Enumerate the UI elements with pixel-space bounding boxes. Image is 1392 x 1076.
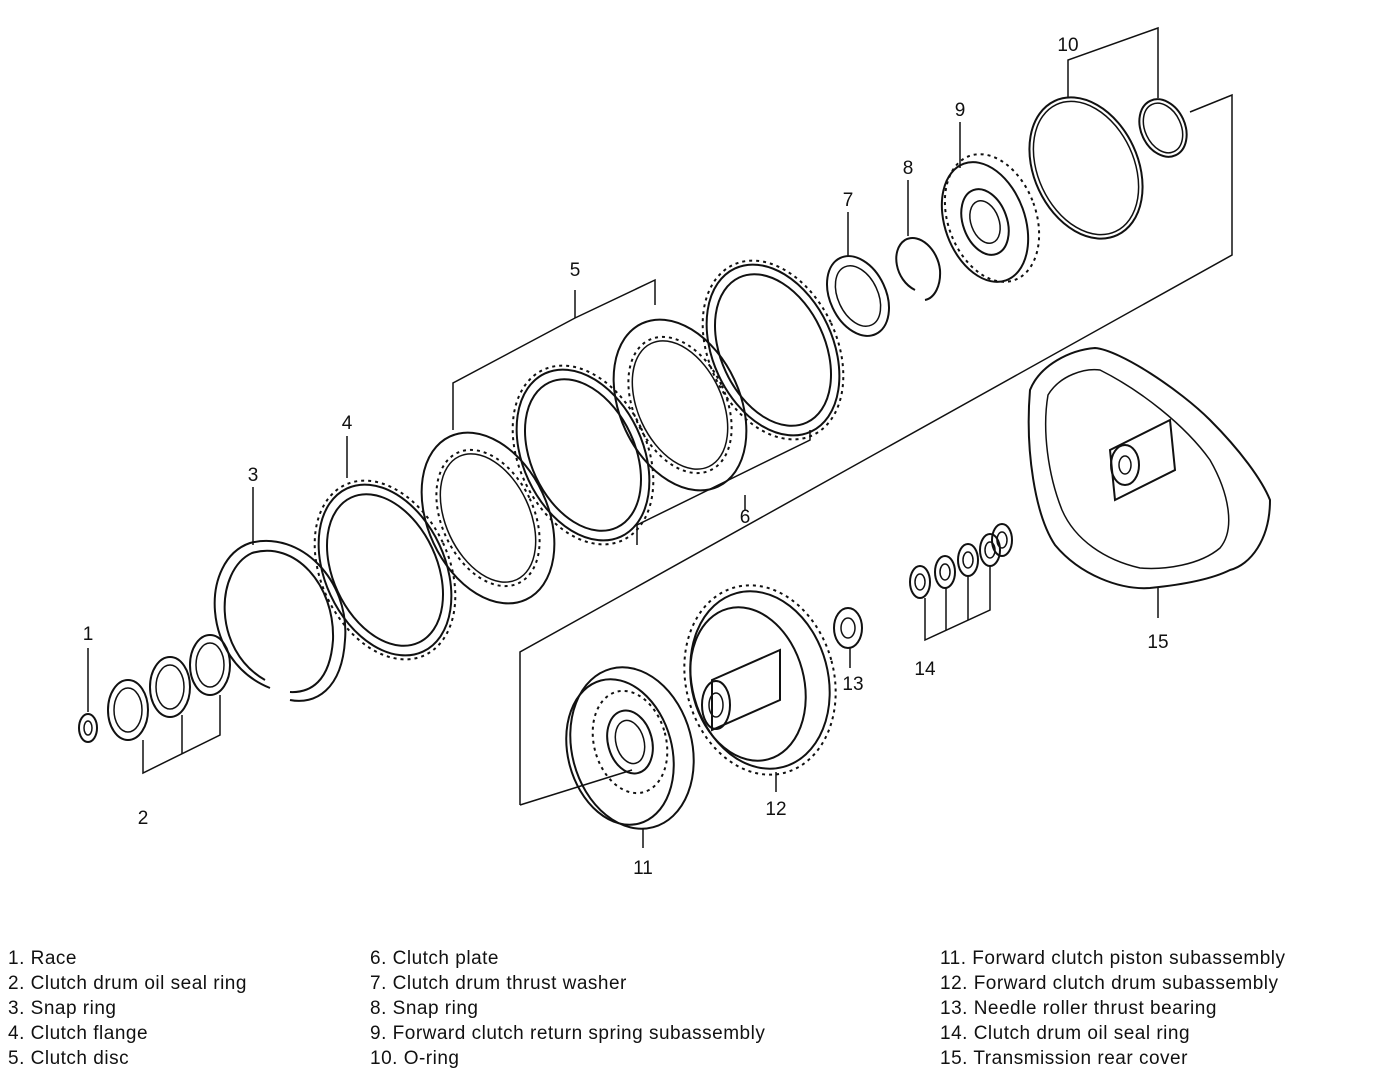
callout-12: 12	[765, 799, 786, 820]
legend-item: 6. Clutch plate	[370, 948, 499, 969]
legend-item: 13. Needle roller thrust bearing	[940, 998, 1217, 1019]
callout-6: 6	[740, 507, 751, 528]
callout-13: 13	[842, 674, 863, 695]
part-forward-clutch-piston	[565, 666, 695, 848]
part-clutch-drum-oil-seal-ring-small	[909, 523, 1013, 642]
part-forward-clutch-drum	[683, 584, 837, 792]
callout-5: 5	[570, 260, 581, 281]
callout-10: 10	[1057, 35, 1078, 56]
part-snap-ring-small	[895, 180, 942, 301]
part-clutch-discs-plates	[420, 259, 845, 605]
legend-item: 1. Race	[8, 948, 77, 969]
part-transmission-rear-cover	[1027, 346, 1272, 618]
legend-item: 9. Forward clutch return spring subassem…	[370, 1023, 766, 1044]
callout-8: 8	[903, 158, 914, 179]
part-clutch-flange	[313, 436, 457, 661]
legend-item: 12. Forward clutch drum subassembly	[940, 973, 1279, 994]
callout-7: 7	[843, 190, 854, 211]
callout-9: 9	[955, 100, 966, 121]
legend-item: 8. Snap ring	[370, 998, 479, 1019]
part-race	[78, 648, 98, 743]
legend-item: 15. Transmission rear cover	[940, 1048, 1188, 1069]
callout-11: 11	[633, 858, 653, 879]
legend-column-2: 6. Clutch plate 7. Clutch drum thrust wa…	[370, 946, 765, 1071]
callout-1: 1	[83, 624, 94, 645]
part-snap-ring-large	[213, 487, 347, 702]
legend-item: 7. Clutch drum thrust washer	[370, 973, 627, 994]
legend-item: 10. O-ring	[370, 1048, 460, 1069]
callout-15: 15	[1147, 632, 1168, 653]
legend-column-1: 1. Race 2. Clutch drum oil seal ring 3. …	[8, 946, 247, 1071]
part-o-ring	[1028, 96, 1188, 240]
legend-item: 2. Clutch drum oil seal ring	[8, 973, 247, 994]
part-needle-roller-thrust-bearing	[833, 607, 863, 668]
legend-item: 5. Clutch disc	[8, 1048, 130, 1069]
part-clutch-drum-oil-seal-ring	[107, 634, 231, 775]
callout-3: 3	[248, 465, 259, 486]
part-forward-clutch-return-spring	[940, 122, 1041, 283]
legend-item: 11. Forward clutch piston subassembly	[940, 948, 1286, 969]
callout-labels: 1 2 3 4 5 6 7 8 9 10 11 12 13 14 15	[83, 35, 1169, 879]
legend-item: 4. Clutch flange	[8, 1023, 149, 1044]
callout-4: 4	[342, 413, 353, 434]
part-clutch-drum-thrust-washer	[826, 212, 890, 337]
callout-2: 2	[138, 808, 149, 829]
exploded-view-diagram: 1 2 3 4 5 6 7 8 9 10 11 12 13 14 15	[78, 26, 1272, 879]
legend-item: 3. Snap ring	[8, 998, 117, 1019]
legend-item: 14. Clutch drum oil seal ring	[940, 1023, 1191, 1044]
callout-14: 14	[914, 659, 936, 680]
legend-column-3: 11. Forward clutch piston subassembly 12…	[940, 946, 1286, 1071]
